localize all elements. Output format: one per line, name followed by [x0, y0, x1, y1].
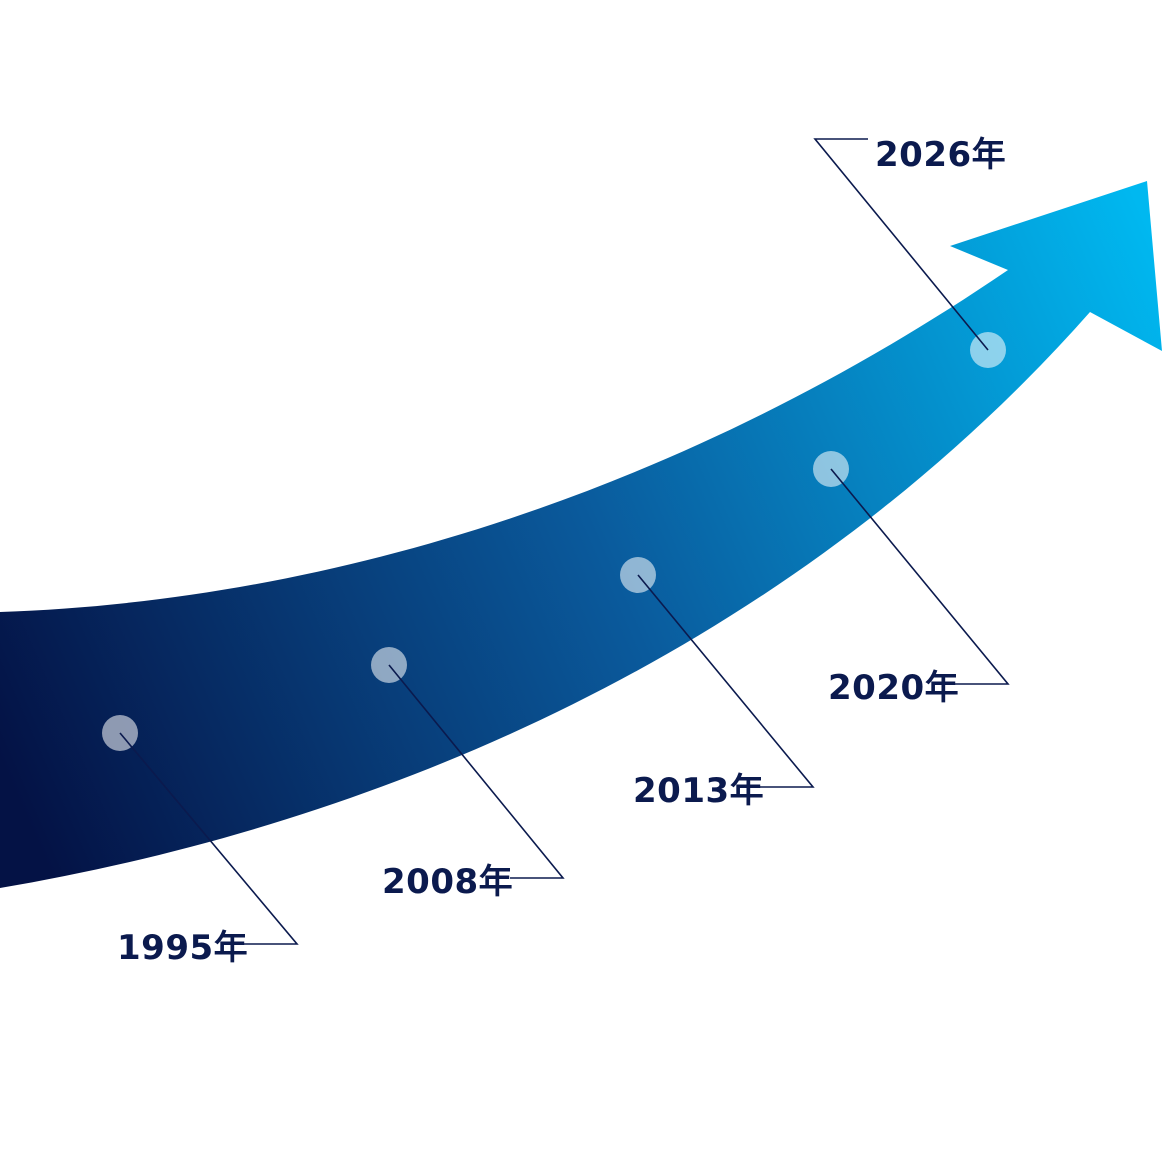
- milestone-label-2013: 2013年: [633, 771, 764, 811]
- growth-arrow: [0, 181, 1162, 888]
- leader-line-2013: [637, 574, 815, 788]
- leader-line-1995: [119, 732, 299, 945]
- leader-line-2008: [388, 664, 565, 879]
- leader-line-2020: [830, 468, 1010, 685]
- milestone-label-2026: 2026年: [875, 135, 1006, 175]
- milestone-label-2020: 2020年: [828, 668, 959, 708]
- milestone-label-1995: 1995年: [117, 928, 248, 968]
- milestone-label-2008: 2008年: [382, 862, 513, 902]
- leader-line-2026: [813, 138, 989, 351]
